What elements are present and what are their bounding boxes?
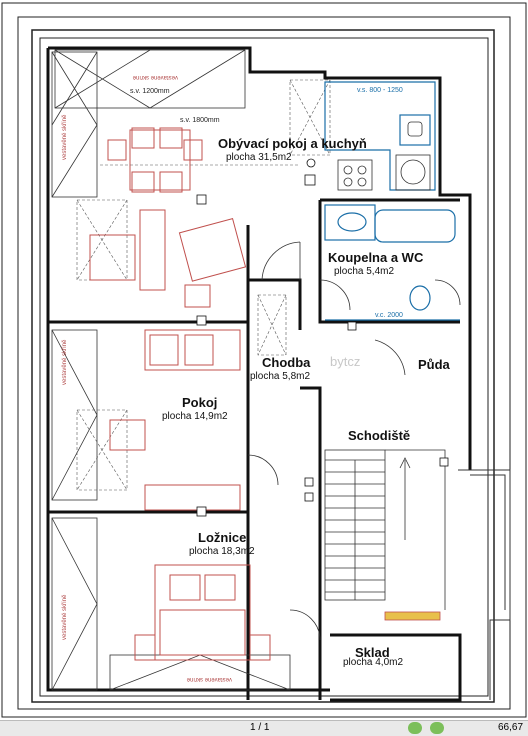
zoom-out-icon[interactable] bbox=[430, 722, 444, 734]
room-name-attic: Půda bbox=[418, 357, 450, 372]
page-indicator[interactable]: 1 / 1 bbox=[250, 722, 270, 733]
wardrobe-label-top: vestavěné skříně bbox=[132, 74, 178, 80]
room-area-living: plocha 31,5m2 bbox=[226, 152, 292, 163]
staircase bbox=[324, 449, 446, 621]
room-name-bedroom: Ložnice bbox=[198, 530, 247, 545]
room-name-storage: Sklad bbox=[355, 645, 390, 660]
dim-vc2000: v.c. 2000 bbox=[375, 312, 403, 319]
room-name-stairs: Schodiště bbox=[348, 428, 411, 443]
doors bbox=[247, 241, 461, 641]
dim-sv1200: s.v. 1200mm bbox=[130, 88, 170, 95]
wardrobe-label-1: vestavěné skříně bbox=[62, 114, 68, 160]
sanitary bbox=[324, 81, 460, 321]
viewer-toolbar: 1 / 1 66,67 bbox=[0, 720, 528, 736]
room-name-hall: Chodba bbox=[262, 355, 311, 370]
room-name-room: Pokoj bbox=[182, 395, 218, 410]
kitchen-appliances bbox=[337, 121, 431, 191]
wardrobe-label-3: vestavěné skříně bbox=[62, 594, 68, 640]
room-area-storage: plocha 4,0m2 bbox=[343, 657, 404, 668]
dim-vs8001250: v.s. 800 - 1250 bbox=[357, 87, 403, 94]
switches bbox=[196, 158, 449, 517]
zoom-in-icon[interactable] bbox=[408, 722, 422, 734]
wardrobe-label-bottom: vestavěné skříně bbox=[186, 676, 232, 682]
room-area-room: plocha 14,9m2 bbox=[162, 411, 228, 422]
room-name-living: Obývací pokoj a kuchyň bbox=[218, 136, 367, 151]
wardrobe-label-2: vestavěné skříně bbox=[62, 339, 68, 385]
zoom-level[interactable]: 66,67 bbox=[498, 722, 524, 733]
dim-sv1800: s.v. 1800mm bbox=[180, 117, 220, 124]
room-area-bedroom: plocha 18,3m2 bbox=[189, 546, 255, 557]
room-name-bath: Koupelna a WC bbox=[328, 250, 424, 265]
watermark: bytcz bbox=[330, 354, 361, 369]
walls bbox=[46, 46, 472, 702]
furniture bbox=[89, 127, 271, 661]
room-area-hall: plocha 5,8m2 bbox=[250, 371, 311, 382]
room-area-bath: plocha 5,4m2 bbox=[334, 266, 395, 277]
